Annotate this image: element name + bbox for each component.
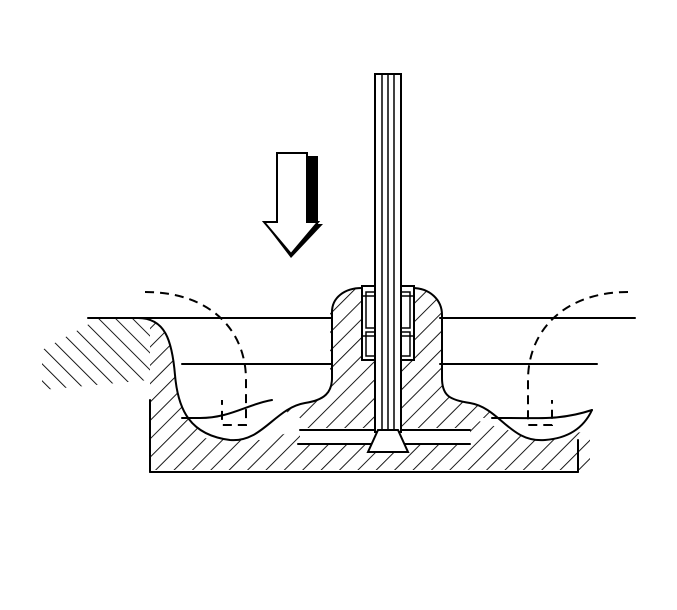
hidden-port-lines [144, 291, 629, 426]
valve-head [366, 429, 410, 453]
valve-stem [374, 73, 402, 433]
left-edge-hatching [42, 318, 150, 390]
head-outline [87, 287, 636, 473]
down-arrow-icon [261, 152, 323, 258]
